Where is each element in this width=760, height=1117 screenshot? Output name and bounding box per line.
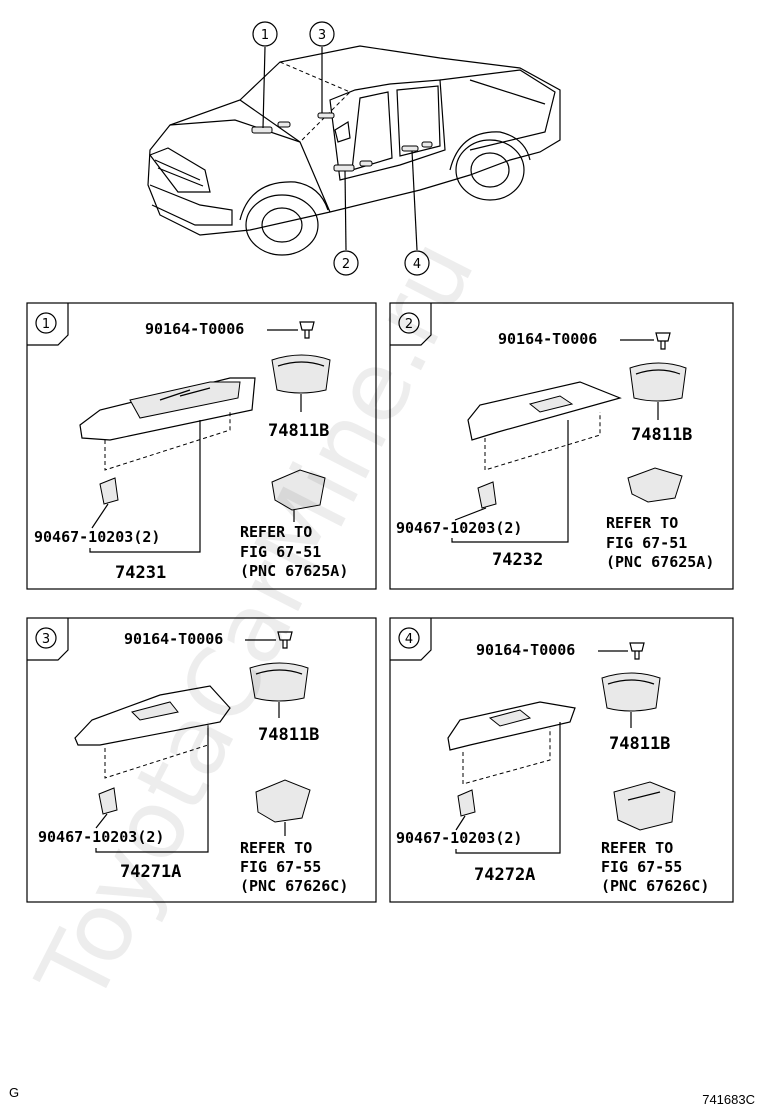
clip-part — [98, 787, 118, 815]
screw-part — [277, 631, 293, 649]
clip-part — [99, 477, 119, 505]
switch-part-number: 74231 — [115, 563, 166, 583]
bracket-part — [613, 781, 676, 831]
bezel-part — [249, 662, 309, 702]
vehicle-callout-4: 4 — [404, 250, 430, 276]
clip-part-number: 90467-10203(2) — [396, 519, 522, 537]
screw-part-number: 90164-T0006 — [476, 641, 575, 659]
panel-1: 1 90164-T0006 74811B 90467-10203(2) 7423… — [26, 302, 377, 590]
switch-part-number: 74271A — [120, 862, 181, 882]
clip-part — [477, 481, 497, 509]
clip-part-number: 90467-10203(2) — [38, 828, 164, 846]
refer-line-2: FIG 67-55 — [240, 858, 321, 876]
screw-part-number: 90164-T0006 — [124, 630, 223, 648]
bezel-part-number: 74811B — [609, 734, 670, 754]
refer-line-1: REFER TO — [601, 839, 673, 857]
refer-line-1: REFER TO — [606, 514, 678, 532]
bracket-part — [255, 779, 311, 823]
screw-part — [655, 332, 671, 350]
refer-line-2: FIG 67-51 — [606, 534, 687, 552]
svg-text:3: 3 — [318, 28, 326, 43]
switch-part-number: 74272A — [474, 865, 535, 885]
bracket-part — [271, 469, 326, 511]
refer-line-1: REFER TO — [240, 523, 312, 541]
panel-2: 2 90164-T0006 74811B 90467-10203(2) 7423… — [389, 302, 734, 590]
refer-line-3: (PNC 67626C) — [601, 877, 709, 895]
bezel-part-number: 74811B — [631, 425, 692, 445]
refer-line-3: (PNC 67625A) — [606, 553, 714, 571]
bezel-part-number: 74811B — [258, 725, 319, 745]
footer-left-label: G — [9, 1085, 19, 1100]
vehicle-callout-3: 3 — [309, 21, 335, 47]
screw-part — [299, 321, 315, 339]
bezel-part — [629, 362, 687, 402]
vehicle-callout-2: 2 — [333, 250, 359, 276]
refer-line-3: (PNC 67625A) — [240, 562, 348, 580]
panel-badge: 1 — [42, 317, 50, 332]
panel-badge: 4 — [405, 632, 413, 647]
figure-code: 741683C — [702, 1092, 755, 1107]
refer-line-1: REFER TO — [240, 839, 312, 857]
switch-part — [447, 701, 576, 751]
svg-text:4: 4 — [413, 257, 421, 272]
refer-line-2: FIG 67-51 — [240, 543, 321, 561]
clip-part — [457, 789, 476, 817]
switch-part-number: 74232 — [492, 550, 543, 570]
svg-text:2: 2 — [342, 257, 350, 272]
screw-part — [629, 642, 645, 660]
refer-line-2: FIG 67-55 — [601, 858, 682, 876]
screw-part-number: 90164-T0006 — [498, 330, 597, 348]
refer-line-3: (PNC 67626C) — [240, 877, 348, 895]
panel-badge: 3 — [42, 632, 50, 647]
bezel-part — [601, 672, 661, 712]
bezel-part-number: 74811B — [268, 421, 329, 441]
panel-4: 4 90164-T0006 74811B 90467-10203(2) 7427… — [389, 617, 734, 903]
bezel-part — [271, 354, 331, 394]
bracket-part — [627, 467, 683, 503]
screw-part-number: 90164-T0006 — [145, 320, 244, 338]
panel-3: 3 90164-T0006 74811B 90467-10203(2) 7427… — [26, 617, 377, 903]
clip-part-number: 90467-10203(2) — [396, 829, 522, 847]
svg-text:1: 1 — [261, 28, 269, 43]
clip-part-number: 90467-10203(2) — [34, 528, 160, 546]
vehicle-illustration: 1 3 2 4 — [147, 21, 561, 276]
panel-badge: 2 — [405, 317, 413, 332]
vehicle-callout-1: 1 — [252, 21, 278, 47]
